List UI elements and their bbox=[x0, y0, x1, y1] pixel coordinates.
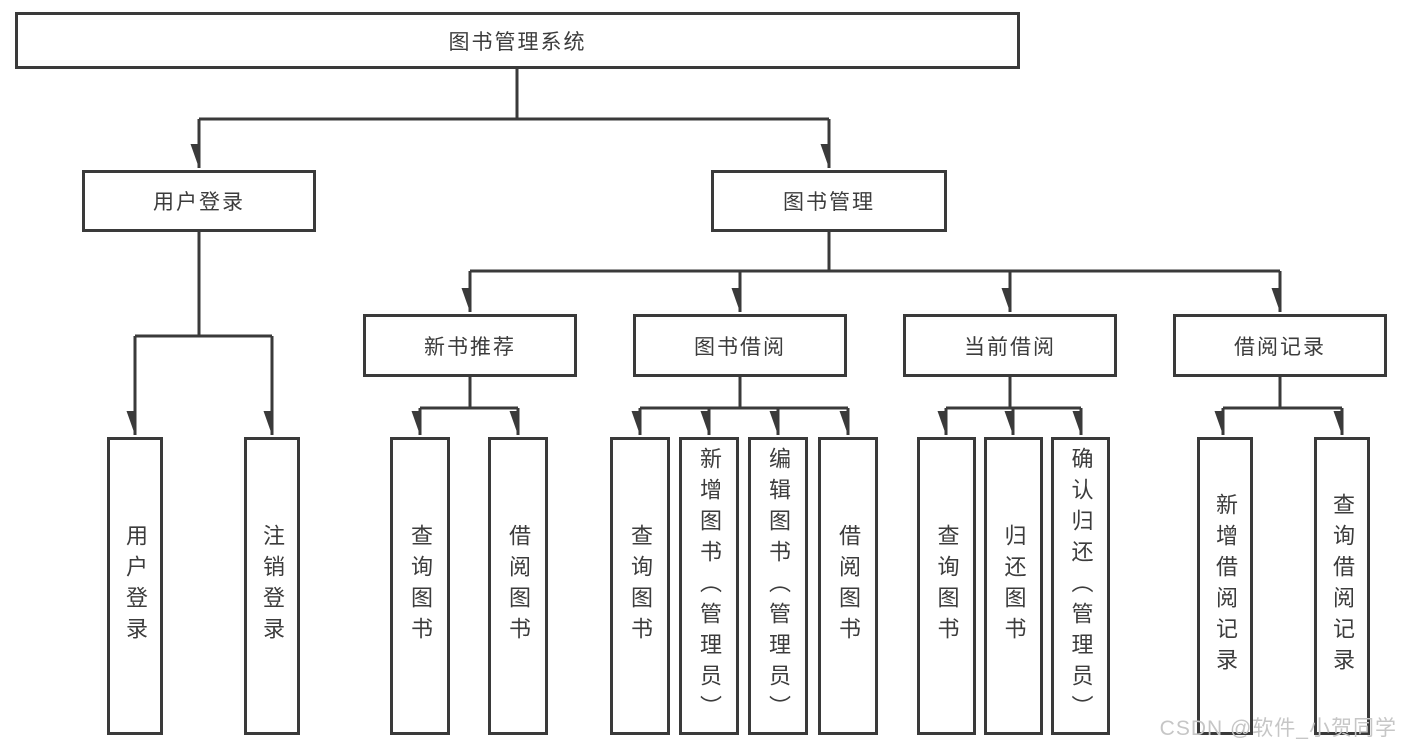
node-leaf-query-books-2: 查询图书 bbox=[610, 437, 670, 735]
node-current-borrowing: 当前借阅 bbox=[903, 314, 1117, 377]
node-label: 查询图书 bbox=[408, 524, 433, 648]
node-leaf-add-books-admin: 新增图书（管理员） bbox=[679, 437, 739, 735]
node-label: 查询图书 bbox=[628, 524, 653, 648]
connector-current-spine bbox=[946, 377, 1081, 410]
node-leaf-add-borrow-record: 新增借阅记录 bbox=[1197, 437, 1253, 735]
node-leaf-query-books-1: 查询图书 bbox=[390, 437, 450, 735]
node-leaf-borrow-books-2: 借阅图书 bbox=[818, 437, 878, 735]
node-root: 图书管理系统 bbox=[15, 12, 1020, 69]
node-leaf-query-borrow-record: 查询借阅记录 bbox=[1314, 437, 1370, 735]
connector-borrow-spine bbox=[640, 377, 848, 410]
node-new-book-recommend: 新书推荐 bbox=[363, 314, 577, 377]
node-label: 图书借阅 bbox=[694, 335, 786, 359]
connector-root-spine bbox=[199, 69, 829, 121]
node-label: 用户登录 bbox=[123, 524, 148, 648]
node-leaf-query-books-3: 查询图书 bbox=[917, 437, 976, 735]
node-leaf-confirm-return-admin: 确认归还（管理员） bbox=[1051, 437, 1110, 735]
node-label: 图书管理系统 bbox=[448, 30, 587, 54]
node-book-borrowing: 图书借阅 bbox=[633, 314, 847, 377]
node-label: 借阅记录 bbox=[1234, 335, 1326, 359]
node-leaf-return-books: 归还图书 bbox=[984, 437, 1043, 735]
connector-newbook-spine bbox=[420, 377, 518, 410]
node-label: 借阅图书 bbox=[836, 524, 861, 648]
node-label: 新增借阅记录 bbox=[1213, 493, 1238, 679]
node-label: 新增图书（管理员） bbox=[697, 446, 722, 726]
node-label: 新书推荐 bbox=[424, 335, 516, 359]
node-label: 编辑图书（管理员） bbox=[766, 446, 791, 726]
node-label: 查询图书 bbox=[934, 524, 960, 648]
node-label: 确认归还（管理员） bbox=[1068, 446, 1094, 726]
node-borrow-records: 借阅记录 bbox=[1173, 314, 1387, 377]
node-book-management: 图书管理 bbox=[711, 170, 947, 232]
connector-records-spine bbox=[1223, 377, 1342, 410]
node-label: 用户登录 bbox=[153, 191, 245, 214]
node-label: 注销登录 bbox=[260, 524, 285, 648]
csdn-watermark: CSDN @软件_小贺同学 bbox=[1159, 717, 1397, 740]
node-label: 查询借阅记录 bbox=[1330, 493, 1355, 679]
node-label: 归还图书 bbox=[1001, 524, 1027, 648]
node-leaf-logout: 注销登录 bbox=[244, 437, 300, 735]
node-leaf-edit-books-admin: 编辑图书（管理员） bbox=[748, 437, 808, 735]
connector-mgmt-spine bbox=[470, 232, 1280, 273]
connector-user-spine bbox=[135, 232, 272, 338]
node-user-login-branch: 用户登录 bbox=[82, 170, 316, 232]
node-label: 图书管理 bbox=[783, 191, 875, 214]
node-leaf-user-login: 用户登录 bbox=[107, 437, 163, 735]
node-label: 当前借阅 bbox=[964, 335, 1056, 359]
node-label: 借阅图书 bbox=[506, 524, 531, 648]
node-leaf-borrow-books-1: 借阅图书 bbox=[488, 437, 548, 735]
